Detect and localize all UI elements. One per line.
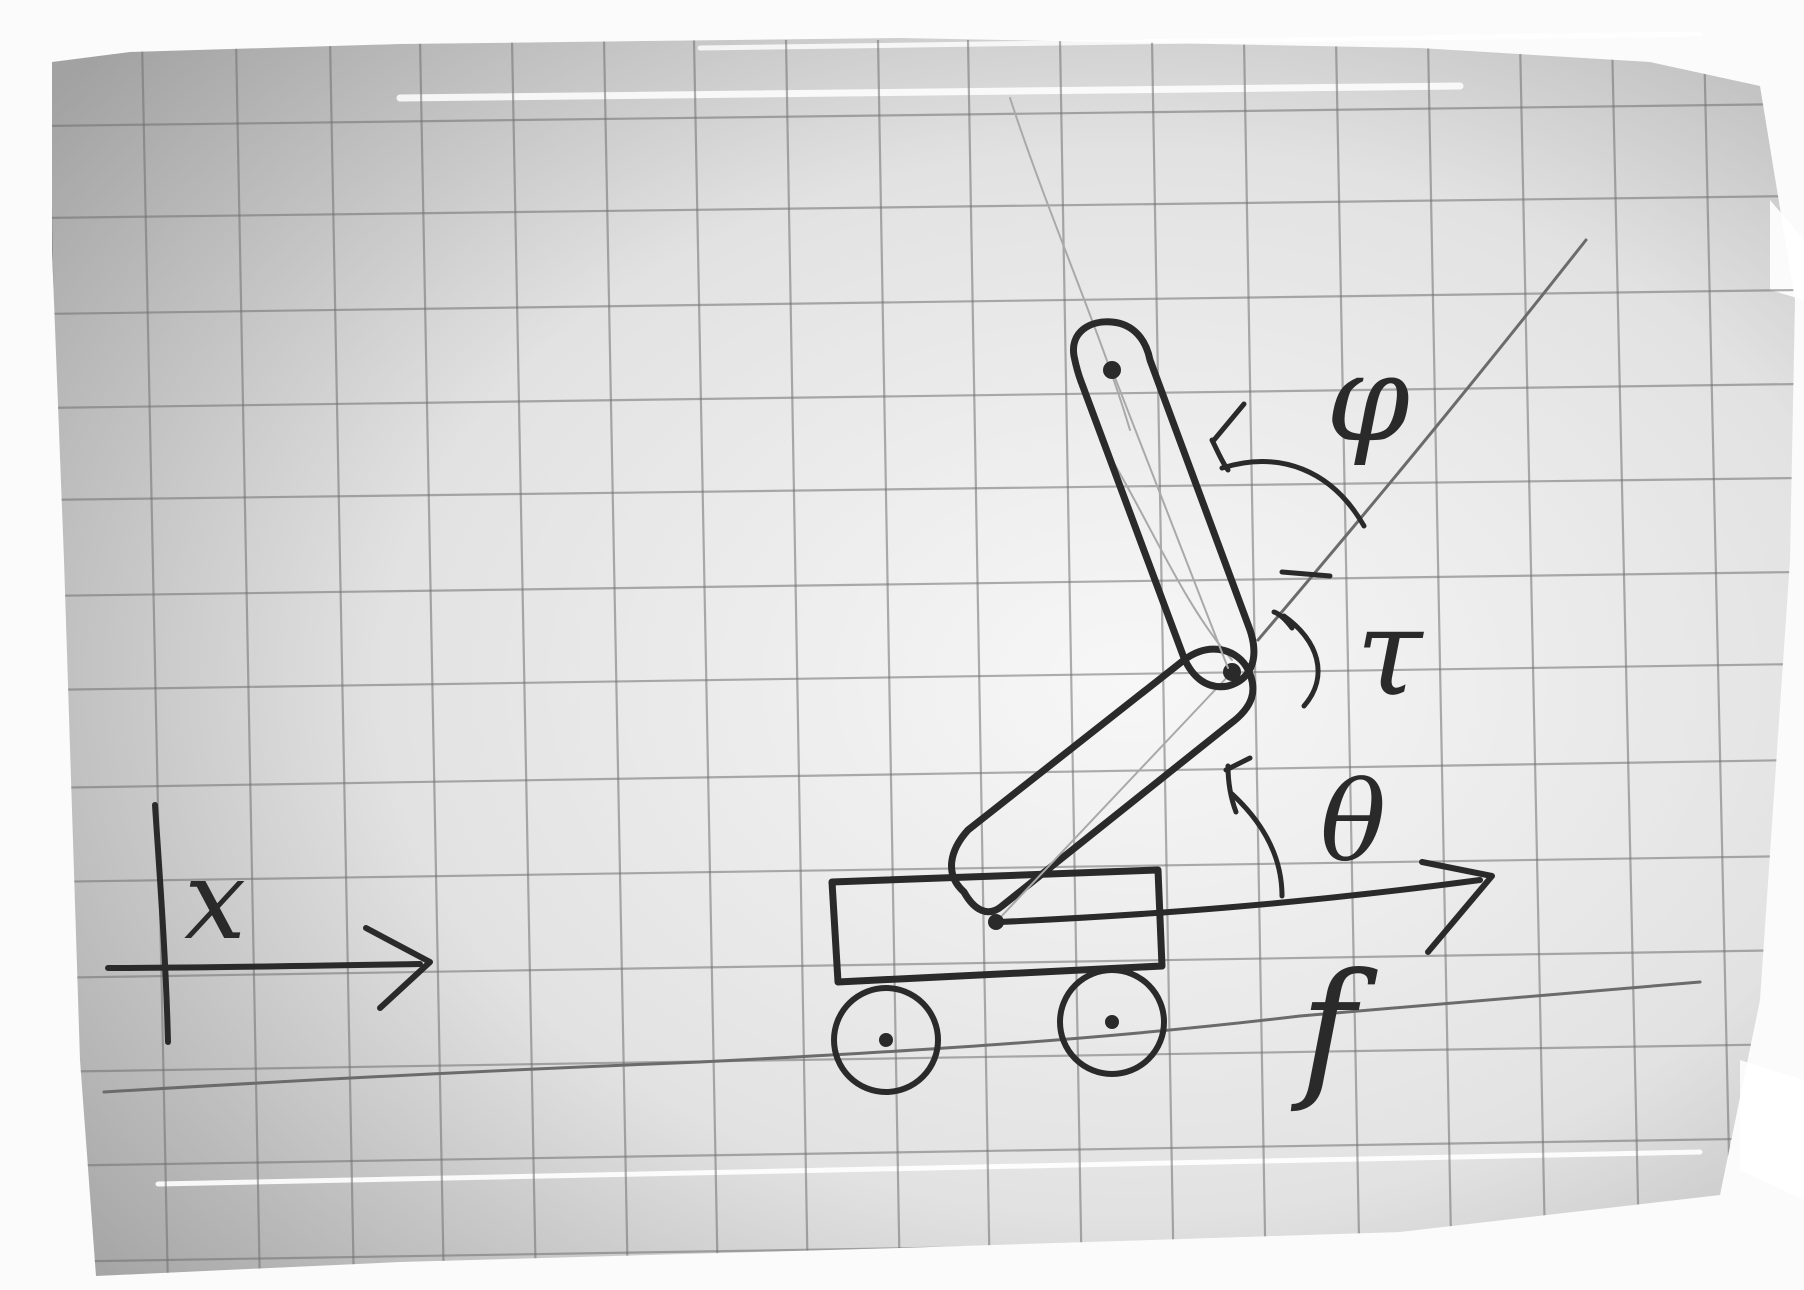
position-arrow-head <box>363 925 433 1011</box>
paper-sheet <box>52 31 1804 1276</box>
force-arrow-shaft <box>997 877 1483 925</box>
theta-label: θ <box>1320 758 1386 886</box>
pendulum-upper-link <box>1070 318 1258 691</box>
phi-label: φ <box>1326 330 1410 469</box>
cart-body <box>828 866 1166 986</box>
cart <box>828 866 1167 1095</box>
theta-angle-arc <box>1223 755 1285 899</box>
cart-wheel-right <box>1057 967 1167 1077</box>
position-label: x <box>184 836 246 964</box>
edge-streak-top-2 <box>697 31 1703 51</box>
position-arrow-shaft <box>105 961 423 971</box>
link-reference-line <box>1099 439 1233 661</box>
paper-background <box>52 38 1795 1276</box>
upper-link-outline <box>1070 318 1258 691</box>
torque-label: τ <box>1356 584 1424 723</box>
lower-link-centerline <box>995 671 1233 923</box>
phi-angle-arc <box>1209 401 1367 529</box>
cart-pivot <box>988 914 1004 930</box>
upper-reference-line <box>1256 238 1588 642</box>
position-axis <box>105 802 433 1045</box>
ground-line <box>102 980 1702 1094</box>
edge-streak-right-2 <box>1740 1060 1804 1200</box>
force-arrow <box>997 859 1495 955</box>
reference-tick <box>152 802 171 1045</box>
edge-streak-right <box>1770 200 1804 300</box>
top-joint <box>1103 361 1121 379</box>
torque-arc <box>1271 569 1333 709</box>
lower-link-outline <box>948 645 1257 916</box>
pendulum-lower-link <box>948 645 1257 930</box>
pendulum-guide-line <box>1009 97 1131 431</box>
edge-streak-top <box>396 82 1464 102</box>
force-arrow-head <box>1419 859 1495 955</box>
edge-streak-bottom <box>155 1149 1703 1187</box>
upper-link-centerline <box>1111 369 1229 669</box>
cart-wheel-left <box>831 985 941 1095</box>
